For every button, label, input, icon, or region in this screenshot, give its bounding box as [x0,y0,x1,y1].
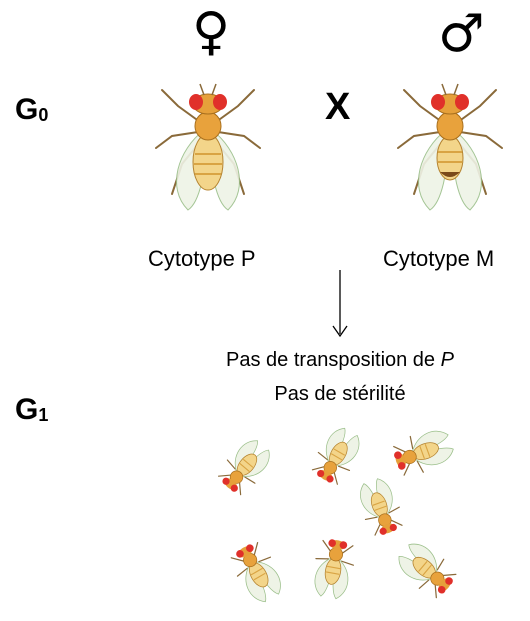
cross-symbol: X [325,88,350,126]
outcome-element-name: P [441,349,454,371]
generation-label-g0-index: 0 [38,105,48,125]
offspring-fly-2 [308,423,367,489]
outcome-transposition: Pas de transposition de P [200,350,480,370]
female-fly-icon [148,70,268,220]
outcome-sterility: Pas de stérilité [200,384,480,404]
generation-label-g1: G1 [15,395,48,425]
down-arrow-icon [328,270,352,340]
generation-label-g1-index: 1 [38,405,48,425]
offspring-fly-5 [227,538,289,607]
generation-label-g0: G0 [15,95,48,125]
female-symbol: ♀ [192,6,230,58]
male-cytotype-label: Cytotype M [383,248,494,270]
male-fly-icon [390,70,510,220]
offspring-fly-1 [214,434,277,499]
male-symbol: ♂ [438,8,485,60]
offspring-fly-3 [390,424,457,480]
outcome-transposition-text: Pas de transposition de [226,349,441,371]
offspring-fly-4 [354,475,407,539]
offspring-fly-icon [195,415,495,615]
generation-label-g1-letter: G [15,393,38,426]
offspring-fly-7 [392,536,461,602]
generation-label-g0-letter: G [15,93,38,126]
female-cytotype-label: Cytotype P [148,248,256,270]
offspring-fly-6 [310,537,357,601]
